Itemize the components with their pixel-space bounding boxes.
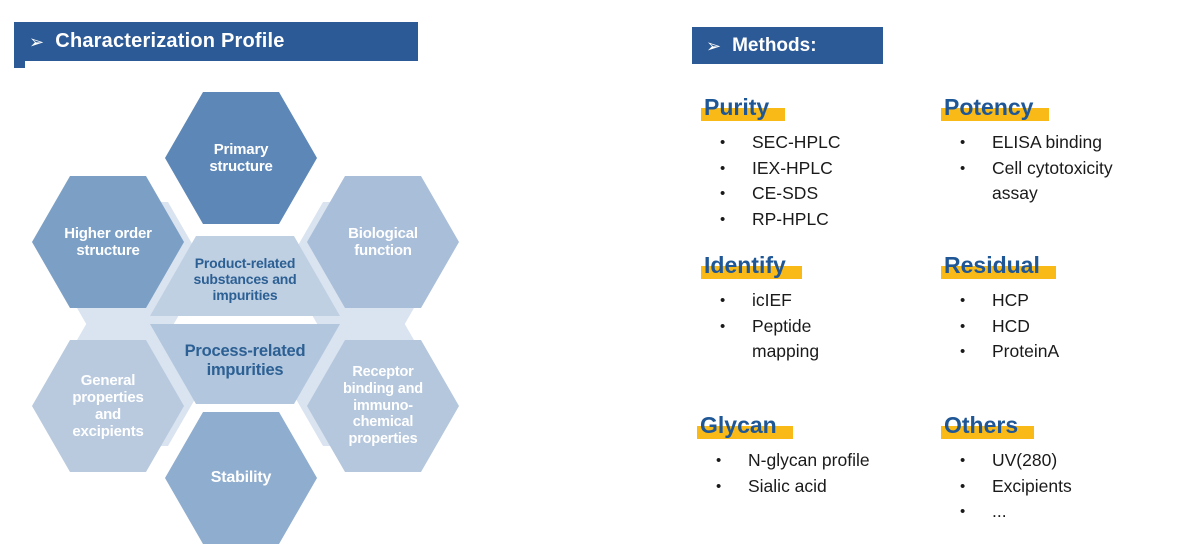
method-item: N-glycan profile [700,448,935,474]
heading-highlight [701,108,786,121]
method-item: Cell cytotoxicity assay [944,156,1179,207]
hexagon-receptor-binding [307,340,459,472]
methods-header: ➢ Methods: [692,27,883,64]
heading-highlight [941,266,1056,279]
method-heading: Identify [701,252,802,279]
characterization-profile-header: ➢ Characterization Profile [14,22,418,61]
method-list: ELISA bindingCell cytotoxicity assay [944,130,1179,207]
method-list: UV(280)Excipients... [944,448,1179,525]
methods-title: Methods: [732,34,817,56]
method-item: Sialic acid [700,474,935,500]
method-item: RP-HPLC [704,207,939,233]
method-item: Excipients [944,474,1179,500]
header-corner-tab [14,61,25,68]
method-item: Peptide mapping [704,314,939,365]
method-group-others: Others UV(280)Excipients... [941,412,1179,525]
method-item: UV(280) [944,448,1179,474]
method-group-identify: Identify icIEFPeptide mapping [701,252,939,365]
hexagon-primary-structure [165,92,317,224]
method-heading: Potency [941,94,1050,121]
page-title: Characterization Profile [55,30,285,52]
label-product-related: Product-related substances and impuritie… [193,254,297,304]
label-higher-order-structure: Higher order structure [64,224,152,259]
label-process-related: Process-related impurities [184,342,306,379]
method-group-potency: Potency ELISA bindingCell cytotoxicity a… [941,94,1179,207]
arrow-bullet-icon: ➢ [29,32,45,52]
hexagon-diagram: Primary structure Higher order structure… [10,85,480,550]
method-item: ProteinA [944,339,1179,365]
label-receptor-binding: Receptor binding and immuno- chemical pr… [343,364,423,447]
heading-highlight [697,426,793,439]
method-heading: Purity [701,94,786,121]
method-item: HCD [944,314,1179,340]
method-item: ... [944,499,1179,525]
method-list: SEC-HPLCIEX-HPLCCE-SDSRP-HPLC [704,130,939,232]
method-item: IEX-HPLC [704,156,939,182]
heading-highlight [701,266,802,279]
hexagon-product-related [150,236,340,316]
hexagon-general-properties [32,340,184,472]
method-item: icIEF [704,288,939,314]
hexagon-biological-function [307,176,459,308]
method-group-glycan: Glycan N-glycan profileSialic acid [697,412,935,499]
label-general-properties: General properties and excipients [72,371,144,441]
label-biological-function: Biological function [348,224,418,259]
method-heading: Others [941,412,1035,439]
method-item: HCP [944,288,1179,314]
method-list: HCPHCDProteinA [944,288,1179,365]
hexagon-process-related [150,324,340,404]
hexagon-diagram-canvas [32,92,459,544]
method-group-purity: Purity SEC-HPLCIEX-HPLCCE-SDSRP-HPLC [701,94,939,232]
method-item: CE-SDS [704,181,939,207]
method-group-residual: Residual HCPHCDProteinA [941,252,1179,365]
method-item: SEC-HPLC [704,130,939,156]
method-heading: Residual [941,252,1056,279]
method-item: ELISA binding [944,130,1179,156]
method-heading: Glycan [697,412,793,439]
method-list: icIEFPeptide mapping [704,288,939,365]
hexagon-stability [165,412,317,544]
arrow-bullet-icon: ➢ [706,36,722,56]
method-list: N-glycan profileSialic acid [700,448,935,499]
label-stability: Stability [210,468,272,486]
hexagon-higher-order-structure [32,176,184,308]
heading-highlight [941,426,1035,439]
heading-highlight [941,108,1050,121]
label-primary-structure: Primary structure [209,140,273,175]
